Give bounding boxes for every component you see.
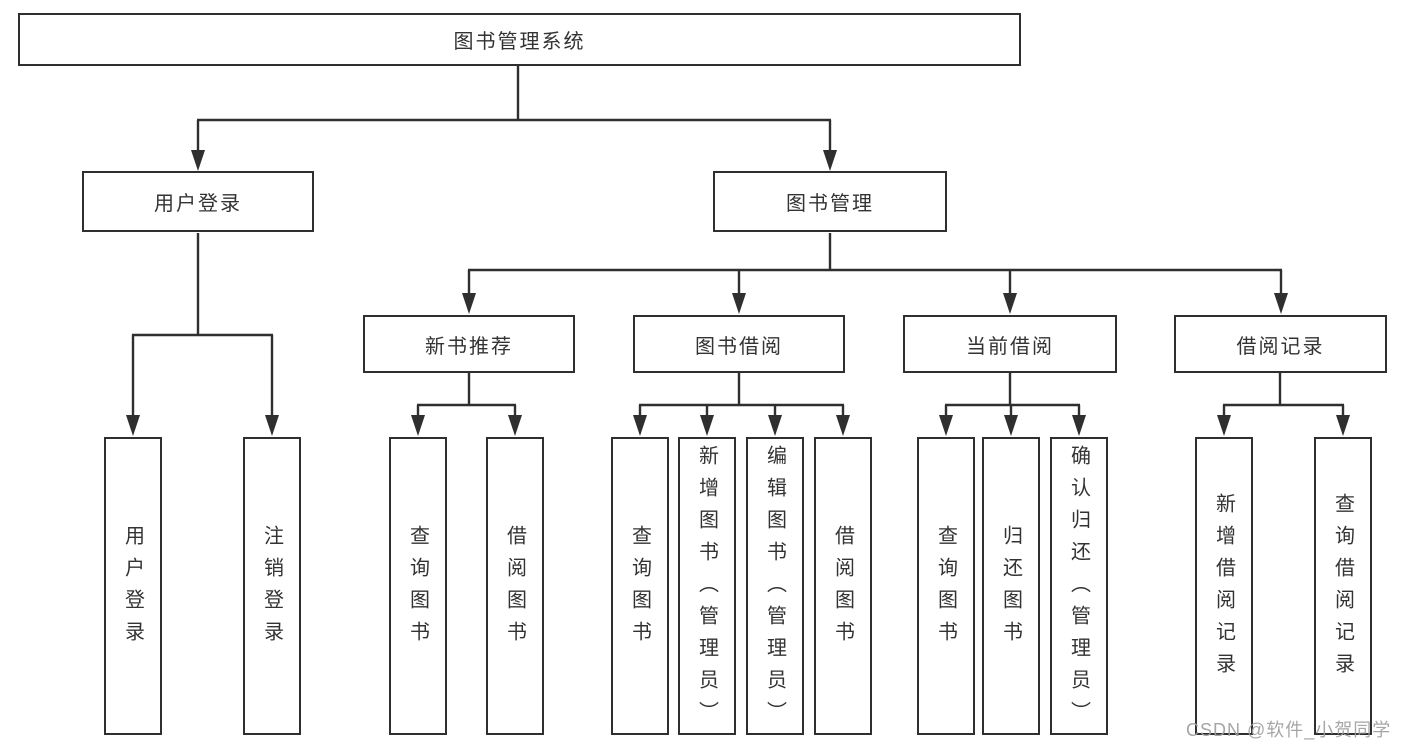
leaf-return-books: 归还图书 bbox=[982, 437, 1040, 735]
leaf-borrow-books-recommend: 借阅图书 bbox=[486, 437, 544, 735]
node-user-login-label: 用户登录 bbox=[154, 193, 242, 215]
node-borrow-records-label: 借阅记录 bbox=[1236, 335, 1325, 358]
node-new-book-recommend: 新书推荐 bbox=[363, 315, 575, 373]
leaf-add-book-admin-label: 新增图书（管理员） bbox=[695, 445, 718, 733]
leaf-logout: 注销登录 bbox=[243, 437, 301, 735]
leaf-borrow-books-label: 借阅图书 bbox=[831, 525, 854, 653]
leaf-query-books-borrow: 查询图书 bbox=[611, 437, 669, 735]
leaf-confirm-return-admin-label: 确认归还（管理员） bbox=[1067, 445, 1090, 733]
leaf-add-book-admin: 新增图书（管理员） bbox=[678, 437, 736, 735]
leaf-borrow-books: 借阅图书 bbox=[814, 437, 872, 735]
node-book-borrow-label: 图书借阅 bbox=[695, 335, 783, 358]
leaf-query-books-borrow-label: 查询图书 bbox=[628, 525, 651, 653]
watermark: CSDN @软件_小贺同学 bbox=[1186, 720, 1392, 740]
node-book-management-label: 图书管理 bbox=[786, 193, 874, 215]
leaf-borrow-books-recommend-label: 借阅图书 bbox=[503, 525, 526, 653]
leaf-query-books-recommend-label: 查询图书 bbox=[406, 525, 429, 653]
node-book-management: 图书管理 bbox=[713, 171, 947, 232]
leaf-add-borrow-record: 新增借阅记录 bbox=[1195, 437, 1253, 735]
arrowheads bbox=[126, 150, 1350, 436]
leaf-user-login: 用户登录 bbox=[104, 437, 162, 735]
leaf-edit-book-admin-label: 编辑图书（管理员） bbox=[763, 445, 786, 733]
leaf-return-books-label: 归还图书 bbox=[999, 525, 1022, 653]
leaf-query-books-recommend: 查询图书 bbox=[389, 437, 447, 735]
leaf-query-borrow-record-label: 查询借阅记录 bbox=[1331, 493, 1354, 685]
leaf-query-books-current: 查询图书 bbox=[917, 437, 975, 735]
leaf-confirm-return-admin: 确认归还（管理员） bbox=[1050, 437, 1108, 735]
leaf-add-borrow-record-label: 新增借阅记录 bbox=[1212, 493, 1235, 685]
leaf-user-login-label: 用户登录 bbox=[121, 525, 144, 653]
node-root-system: 图书管理系统 bbox=[18, 13, 1021, 66]
node-new-book-recommend-label: 新书推荐 bbox=[425, 335, 513, 358]
leaf-query-books-current-label: 查询图书 bbox=[934, 525, 957, 653]
node-book-borrow: 图书借阅 bbox=[633, 315, 845, 373]
node-current-borrow-label: 当前借阅 bbox=[966, 335, 1054, 358]
node-borrow-records: 借阅记录 bbox=[1174, 315, 1387, 373]
leaf-logout-label: 注销登录 bbox=[260, 525, 283, 653]
node-root-label: 图书管理系统 bbox=[453, 31, 586, 53]
node-current-borrow: 当前借阅 bbox=[903, 315, 1117, 373]
leaf-query-borrow-record: 查询借阅记录 bbox=[1314, 437, 1372, 735]
node-user-login: 用户登录 bbox=[82, 171, 314, 232]
leaf-edit-book-admin: 编辑图书（管理员） bbox=[746, 437, 804, 735]
